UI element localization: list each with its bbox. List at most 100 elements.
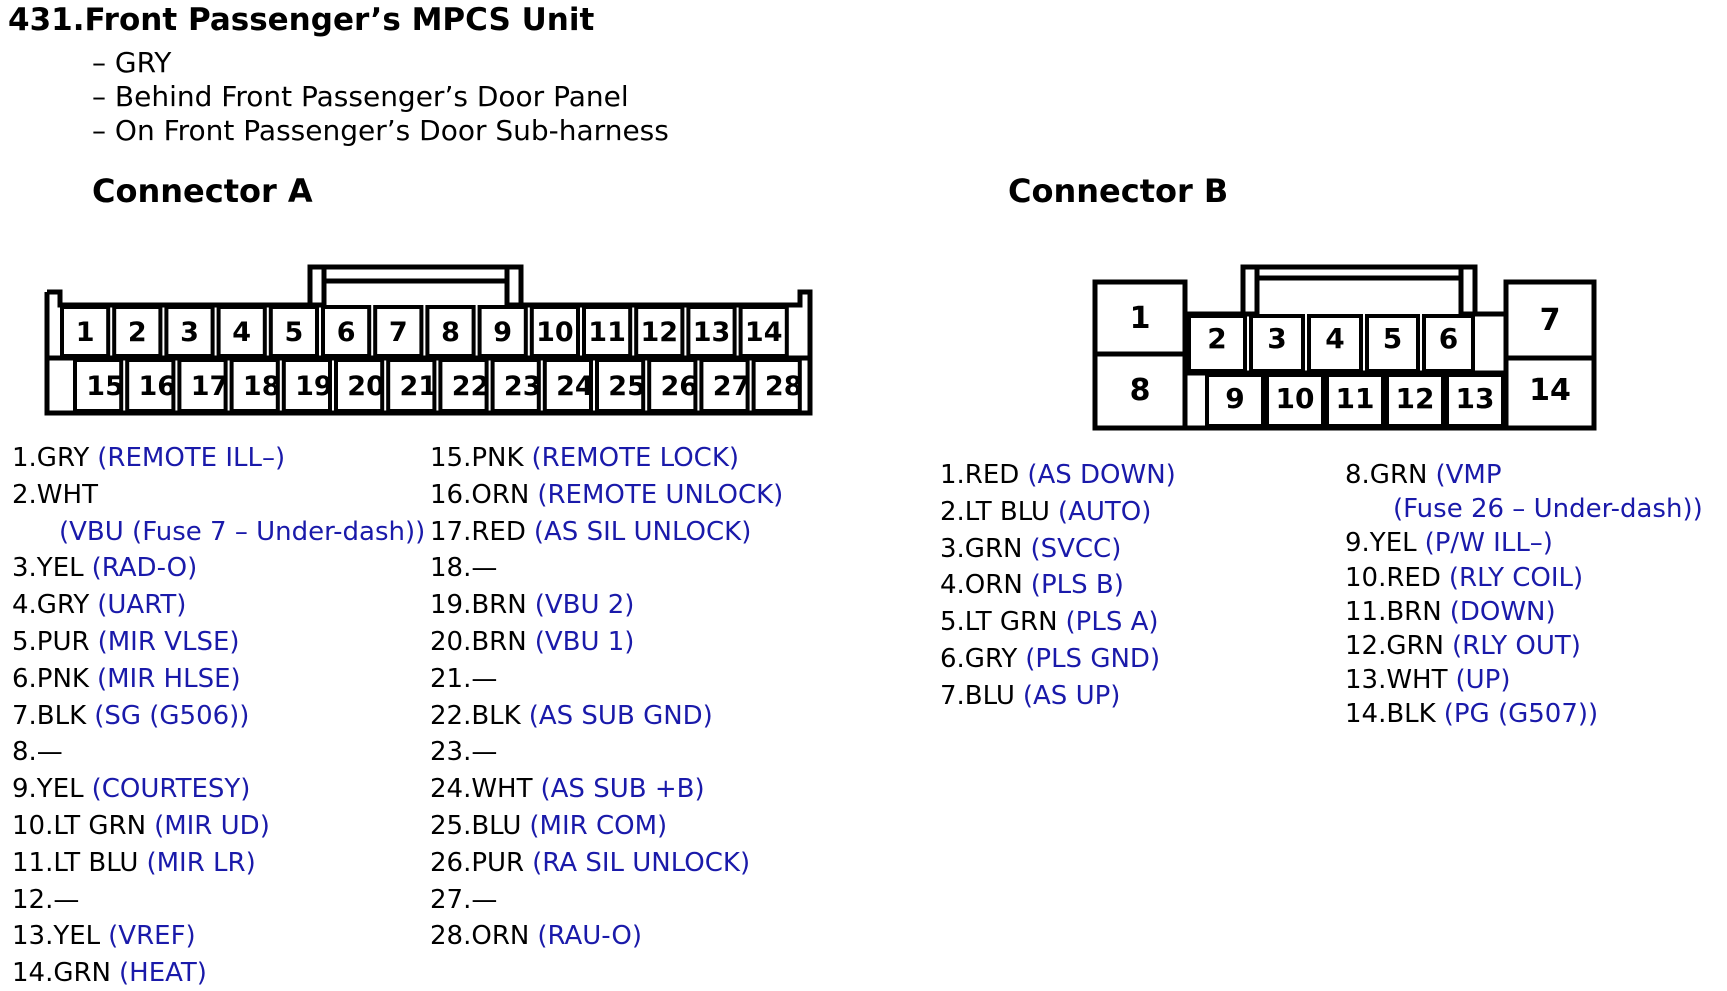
pin-entry: 7.BLU(AS UP) — [940, 681, 1120, 711]
wire-color: 1.RED — [940, 460, 1020, 490]
pin-entry: 21.— — [430, 664, 505, 694]
connector-a-cavity-12 — [634, 305, 685, 358]
pin-entry: 9.YEL(P/W ILL–) — [1345, 528, 1553, 558]
color-line: – GRY — [92, 46, 172, 79]
circuit-description: (REMOTE ILL–) — [97, 443, 286, 473]
connector-a-cavity-25 — [595, 358, 646, 413]
pin-entry: 27.— — [430, 885, 505, 915]
circuit-description: (AS UP) — [1022, 680, 1121, 711]
wire-color: 7.BLK — [12, 700, 87, 731]
wire-color: 23.— — [430, 737, 498, 768]
circuit-description: (MIR LR) — [146, 847, 256, 878]
connector-a-pin-number: 11 — [588, 317, 626, 348]
pin-entry: 4.GRY(UART) — [12, 590, 186, 620]
connector-b-pin-number: 3 — [1267, 322, 1286, 355]
connector-a-cavity-27 — [699, 358, 750, 413]
wire-color: 13.WHT — [1345, 665, 1448, 696]
circuit-description: (AS SUB +B) — [540, 774, 705, 805]
pin-entry: 13.YEL(VREF) — [12, 921, 196, 951]
circuit-description: (MIR COM) — [529, 811, 668, 841]
circuit-description: (P/W ILL–) — [1424, 528, 1553, 559]
connector-a-pin-number: 10 — [536, 317, 574, 348]
pin-entry: 7.BLK(SG (G506)) — [12, 701, 249, 731]
connector-b-pin-number: 2 — [1207, 322, 1226, 355]
pin-entry: 12.GRN(RLY OUT) — [1345, 631, 1581, 661]
connector-a-pin-number: 19 — [295, 371, 333, 402]
wire-color: 12.GRN — [1345, 631, 1445, 661]
connector-b-cavity-6 — [1422, 314, 1475, 373]
pin-entry: 8.GRN(VMP — [1345, 460, 1502, 490]
harness-line: – On Front Passenger’s Door Sub-harness — [92, 114, 669, 147]
circuit-description: (PLS GND) — [1025, 644, 1161, 674]
connector-b-pin-number: 4 — [1325, 322, 1344, 355]
connector-a-cavity-1 — [60, 305, 111, 358]
page-title: 431.Front Passenger’s MPCS Unit — [8, 2, 595, 38]
wire-color: 5.PUR — [12, 627, 90, 657]
wire-color: 5.LT GRN — [940, 607, 1058, 638]
wire-color: 21.— — [430, 663, 498, 694]
wire-color: 10.RED — [1345, 562, 1441, 593]
circuit-description: (Fuse 26 – Under-dash)) — [1393, 494, 1703, 525]
circuit-description: (MIR VLSE) — [97, 627, 240, 657]
connector-a-cavity-28 — [751, 358, 802, 413]
connector-b-pin-number: 7 — [1540, 303, 1561, 338]
connector-a-pin-number: 9 — [493, 317, 512, 348]
connector-a-pin-number: 4 — [232, 317, 251, 348]
circuit-description: (REMOTE UNLOCK) — [537, 479, 784, 510]
circuit-description: (VBU 2) — [534, 590, 635, 621]
connector-a-cavity-16 — [125, 358, 176, 413]
connector-b-cavity-13 — [1445, 373, 1505, 428]
pin-entry: 3.GRN(SVCC) — [940, 534, 1121, 564]
pin-entry: 6.GRY(PLS GND) — [940, 644, 1160, 674]
circuit-description: (PLS B) — [1030, 570, 1124, 601]
wire-color: 15.PNK — [430, 443, 524, 473]
connector-a-pin-number: 12 — [641, 317, 679, 348]
pin-entry: 13.WHT(UP) — [1345, 665, 1511, 695]
wire-color: 6.GRY — [940, 644, 1018, 674]
connector-a-pin-number: 17 — [191, 371, 229, 402]
circuit-description: (COURTESY) — [91, 774, 251, 805]
circuit-description: (MIR UD) — [154, 811, 270, 841]
connector-a-pin-number: 16 — [139, 371, 177, 402]
pin-entry: 1.GRY(REMOTE ILL–) — [12, 443, 285, 473]
connector-a-cavity-4 — [216, 305, 267, 358]
circuit-description: (REMOTE LOCK) — [531, 443, 740, 473]
connector-b-pin-number: 12 — [1396, 382, 1435, 415]
wire-color: 8.GRN — [1345, 460, 1428, 490]
connector-a-pin-number: 27 — [713, 371, 751, 402]
connector-a-cavity-20 — [334, 358, 385, 413]
pin-entry: (VBU (Fuse 7 – Under-dash)) — [59, 517, 425, 547]
circuit-description: (RAU-O) — [537, 921, 643, 952]
circuit-description: (AUTO) — [1057, 496, 1152, 527]
pin-entry: 28.ORN(RAU-O) — [430, 921, 642, 951]
connector-a-pin-number: 26 — [661, 371, 699, 402]
connector-b-cavity-2 — [1187, 314, 1247, 373]
pin-entry: 2.WHT — [12, 480, 106, 510]
wire-color: 10.LT GRN — [12, 811, 147, 841]
connector-a-cavity-24 — [542, 358, 593, 413]
circuit-description: (PLS A) — [1065, 607, 1159, 638]
pin-entry: 26.PUR(RA SIL UNLOCK) — [430, 848, 750, 878]
wire-color: 22.BLK — [430, 700, 521, 731]
pin-entry: 22.BLK(AS SUB GND) — [430, 701, 713, 731]
pin-entry: 6.PNK(MIR HLSE) — [12, 664, 241, 694]
wire-color: 3.YEL — [12, 553, 84, 584]
connector-a-cavity-23 — [490, 358, 541, 413]
pin-entry: (Fuse 26 – Under-dash)) — [1393, 494, 1703, 524]
connector-a-pin-number: 6 — [337, 317, 356, 348]
connector-a-pin-number: 23 — [504, 371, 542, 402]
wire-color: 8.— — [12, 737, 63, 768]
wire-color: 26.PUR — [430, 847, 525, 878]
circuit-description: (RAD-O) — [91, 553, 198, 584]
circuit-description: (AS DOWN) — [1027, 460, 1176, 490]
connector-b-title: Connector B — [1008, 172, 1229, 210]
connector-a-cavity-3 — [164, 305, 215, 358]
wire-color: 18.— — [430, 553, 498, 584]
circuit-description: (SG (G506)) — [94, 700, 250, 731]
connector-a-cavity-15 — [73, 358, 124, 413]
pin-entry: 10.LT GRN(MIR UD) — [12, 811, 270, 841]
connector-b-pin-number: 13 — [1456, 382, 1495, 415]
pin-entry: 15.PNK(REMOTE LOCK) — [430, 443, 739, 473]
connector-a-cavity-19 — [281, 358, 332, 413]
